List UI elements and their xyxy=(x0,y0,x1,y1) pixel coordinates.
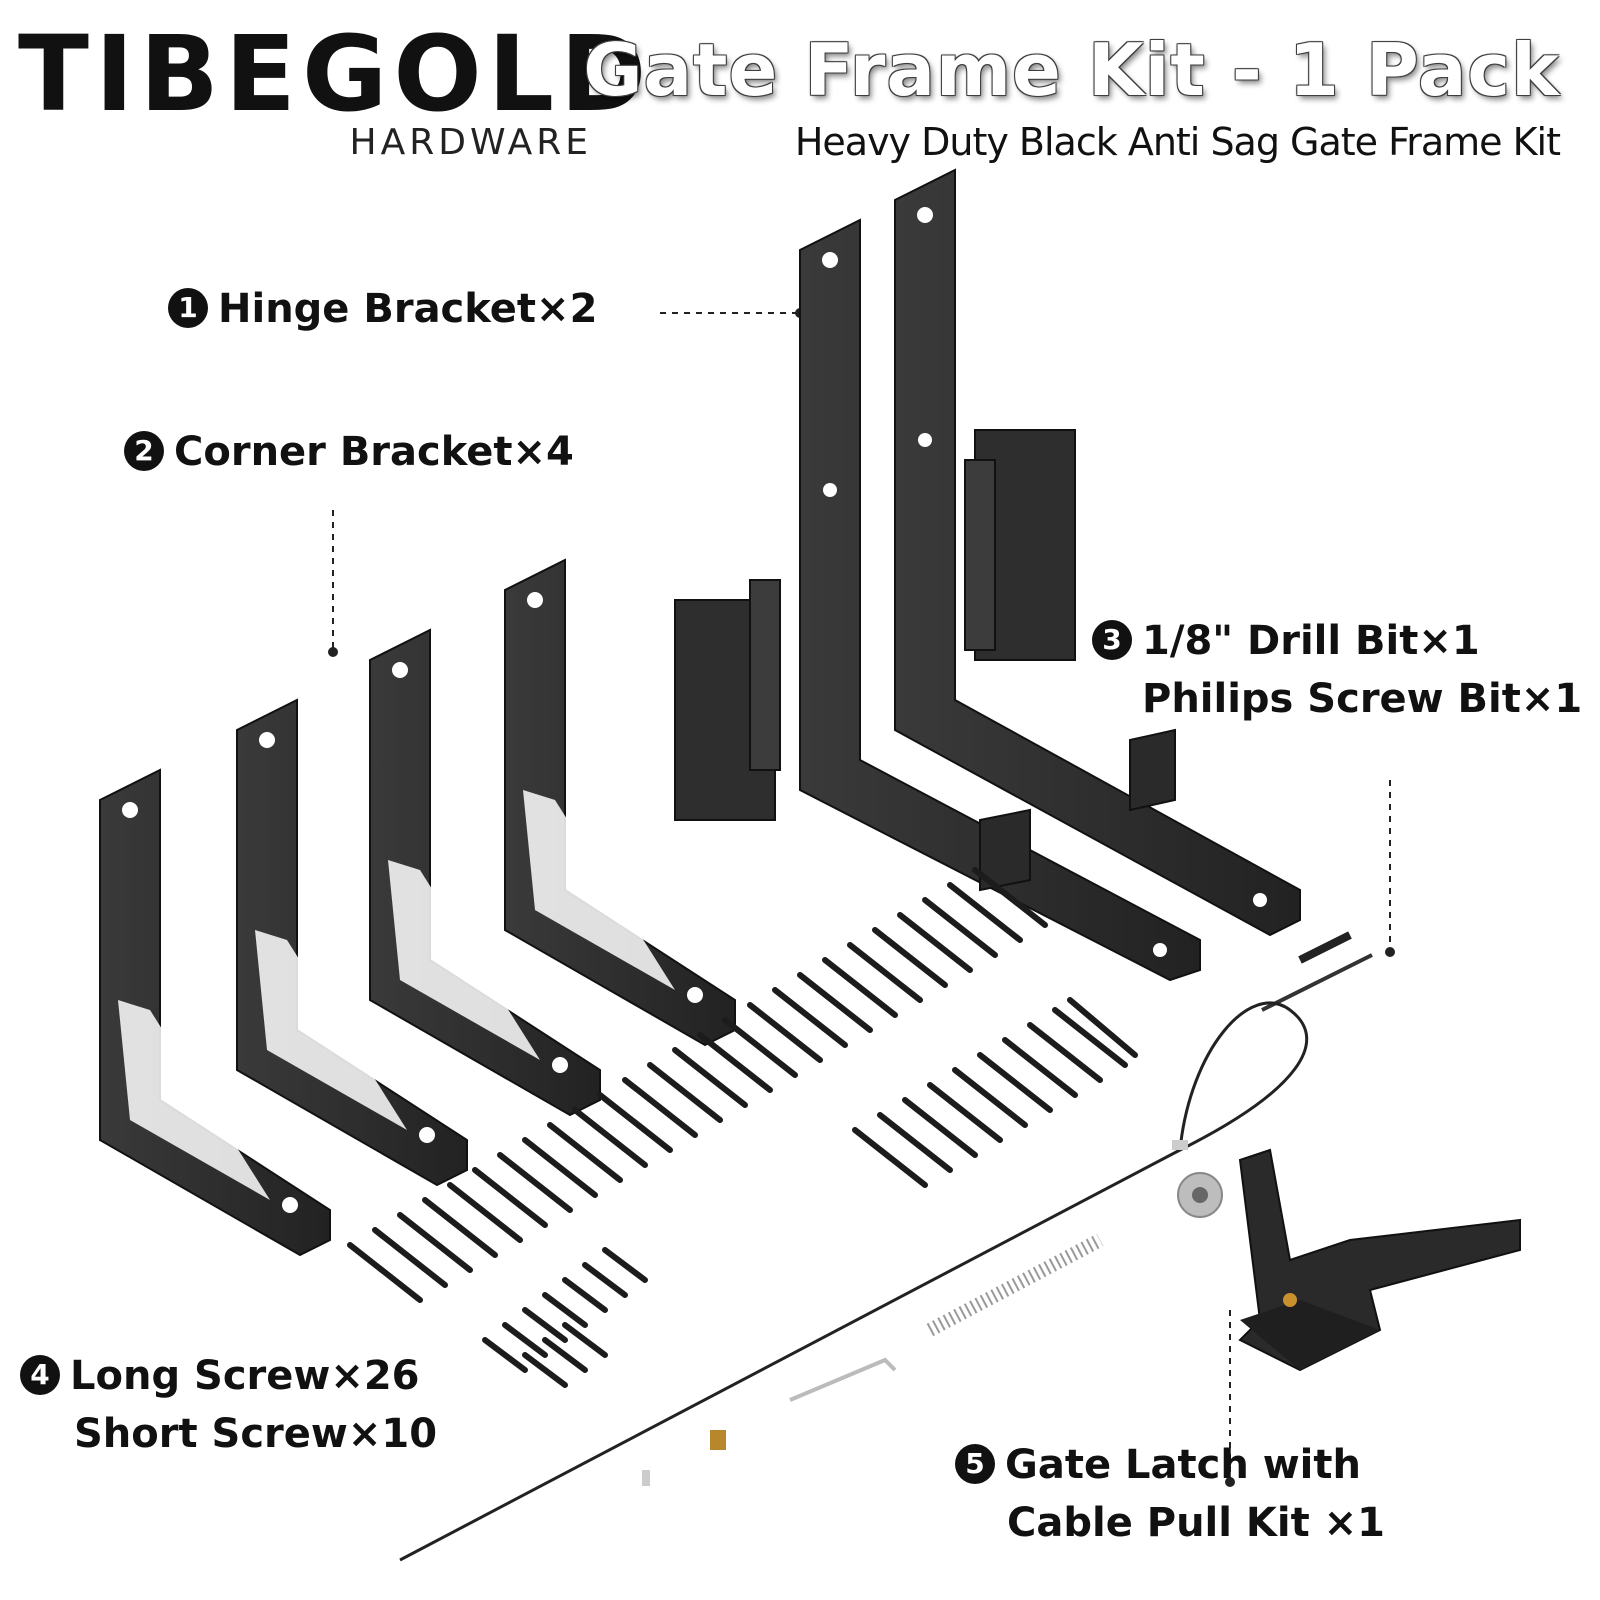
corner-bracket xyxy=(236,698,468,1187)
page-subtitle: Heavy Duty Black Anti Sag Gate Frame Kit xyxy=(794,120,1561,164)
brand-name: TIBEGOLD xyxy=(18,13,653,135)
page-title: Gate Frame Kit - 1 Pack xyxy=(583,28,1560,112)
hinge-bracket xyxy=(674,218,1201,982)
brand-logo: TIBEGOLD HARDWARE xyxy=(18,22,646,163)
item-text-line2: Short Screw×10 xyxy=(74,1411,438,1457)
corner-bracket xyxy=(369,628,601,1117)
item-text-line2: Cable Pull Kit ×1 xyxy=(1007,1500,1385,1546)
item-text: 1/8" Drill Bit×1 xyxy=(1142,618,1480,664)
item-number-badge: 5 xyxy=(955,1444,995,1484)
item-text: Hinge Bracket×2 xyxy=(218,286,598,332)
item-number-badge: 4 xyxy=(20,1355,60,1395)
drill-bits xyxy=(1261,931,1373,1012)
item-text: Corner Bracket×4 xyxy=(174,429,574,475)
short-screws xyxy=(482,1247,648,1388)
item-number-badge: 1 xyxy=(168,288,208,328)
item-text: Long Screw×26 xyxy=(70,1353,420,1399)
item-text: Gate Latch with xyxy=(1005,1442,1361,1488)
item-number-badge: 2 xyxy=(124,431,164,471)
item-text-line2: Philips Screw Bit×1 xyxy=(1142,676,1583,722)
long-screws xyxy=(347,867,1138,1303)
brand-sub: HARDWARE xyxy=(349,122,592,163)
cable-pull-kit xyxy=(399,1001,1309,1562)
item-number-badge: 3 xyxy=(1092,620,1132,660)
leader-lines xyxy=(332,312,1391,1480)
corner-bracket xyxy=(504,558,736,1047)
corner-bracket xyxy=(99,768,331,1257)
hinge-bracket xyxy=(894,168,1301,937)
gate-latch xyxy=(1238,1148,1521,1372)
